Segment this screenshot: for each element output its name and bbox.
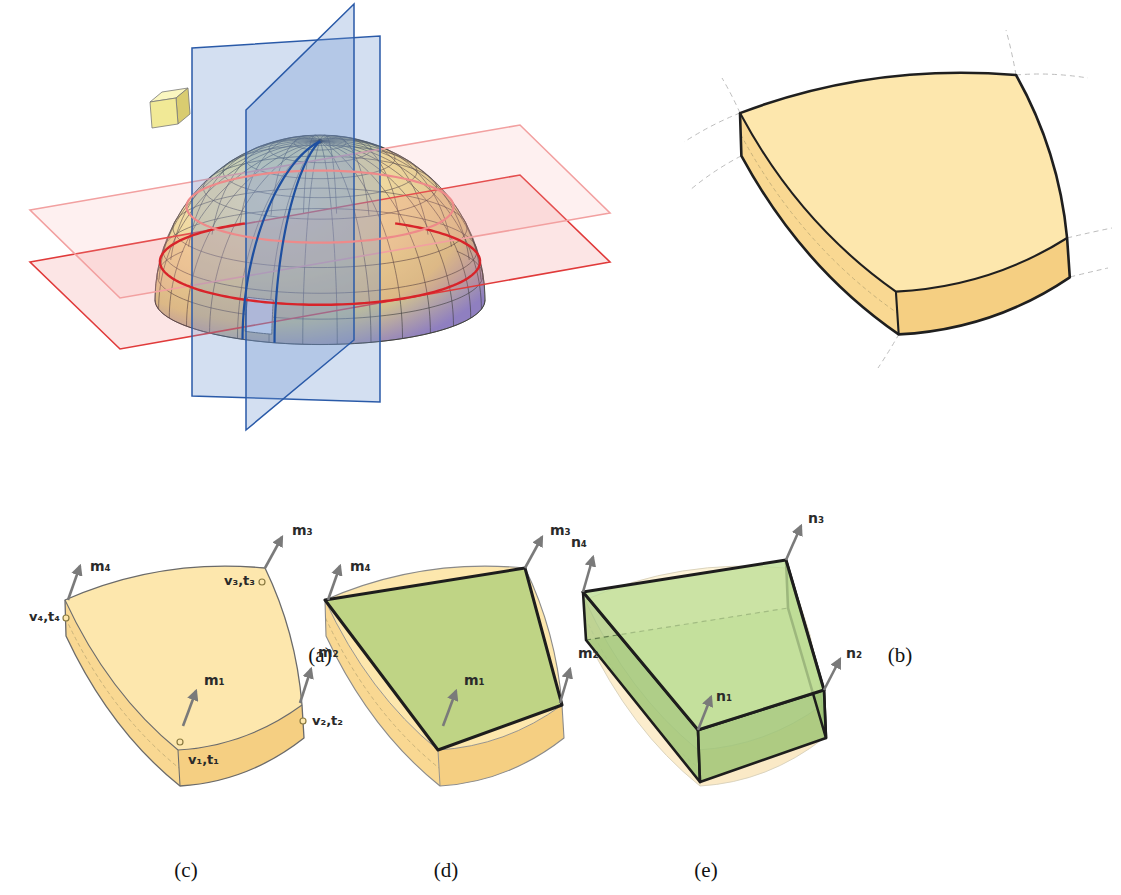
point-label: v₁,t₁ bbox=[188, 753, 219, 768]
block-edge bbox=[740, 113, 1067, 334]
vector-label: n₄ bbox=[571, 534, 587, 550]
vector-label: m₄ bbox=[350, 558, 371, 574]
normal-vector bbox=[300, 669, 311, 703]
grid-guide bbox=[878, 334, 899, 368]
block-edge bbox=[740, 73, 1070, 335]
grid-guide bbox=[1070, 268, 1108, 277]
panel-label: (e) bbox=[694, 858, 717, 882]
vector-label: m₂ bbox=[318, 644, 339, 660]
vector-label: m₄ bbox=[90, 558, 111, 574]
block-face bbox=[65, 566, 302, 750]
panel-label: (d) bbox=[434, 858, 459, 882]
normal-vector bbox=[560, 669, 570, 703]
normal-vector bbox=[443, 691, 456, 726]
normal-vector bbox=[183, 691, 196, 726]
grid-guide bbox=[1006, 30, 1016, 75]
block-edge bbox=[325, 566, 564, 786]
grid-guide bbox=[1067, 228, 1112, 238]
curved-block bbox=[65, 566, 304, 786]
panel-label: (b) bbox=[888, 643, 913, 667]
planar-approximation bbox=[325, 568, 562, 750]
sample-point bbox=[259, 579, 265, 585]
vector-label: m₃ bbox=[292, 522, 313, 538]
vector-label: n₂ bbox=[846, 645, 862, 661]
grid-guide bbox=[1016, 74, 1088, 78]
sample-point bbox=[63, 615, 69, 621]
vector-label: m₃ bbox=[550, 522, 571, 538]
block-figure bbox=[63, 537, 311, 786]
point-label: v₃,t₃ bbox=[224, 574, 255, 589]
cube-face bbox=[150, 98, 178, 128]
curved-block bbox=[325, 566, 564, 786]
block-face bbox=[325, 566, 562, 750]
panel-label: (c) bbox=[174, 858, 197, 882]
block-figure bbox=[684, 30, 1112, 368]
normal-vector bbox=[68, 566, 80, 600]
intersection-curve bbox=[243, 141, 320, 339]
grid-guide bbox=[722, 78, 740, 113]
normal-vector bbox=[328, 566, 340, 600]
block-face bbox=[740, 73, 1067, 292]
block-figure bbox=[583, 526, 840, 786]
intersection-curve bbox=[187, 171, 454, 243]
curved-block bbox=[740, 73, 1070, 335]
intersection-curve bbox=[395, 223, 480, 261]
vector-label: m₁ bbox=[204, 672, 225, 688]
normal-vector bbox=[786, 526, 801, 560]
small-cube bbox=[150, 88, 190, 128]
vector-label: n₃ bbox=[808, 510, 824, 526]
intersection-curve bbox=[160, 223, 480, 304]
block-edge bbox=[65, 600, 302, 786]
block-figure bbox=[325, 537, 570, 786]
sample-point bbox=[177, 739, 183, 745]
point-label: v₄,t₄ bbox=[29, 610, 60, 625]
cutting-plane bbox=[246, 4, 354, 430]
sample-point bbox=[300, 718, 306, 724]
intersection-curve bbox=[275, 141, 320, 343]
block-edge bbox=[65, 566, 304, 786]
grid-guide bbox=[690, 156, 741, 190]
vector-label: m₂ bbox=[578, 645, 599, 661]
prism-face bbox=[583, 560, 824, 730]
point-label: v₂,t₂ bbox=[312, 714, 343, 729]
grid-guide bbox=[684, 113, 740, 142]
normal-vector bbox=[824, 659, 840, 690]
cube-face bbox=[176, 88, 190, 124]
normal-vector bbox=[698, 697, 711, 730]
normal-vector bbox=[525, 537, 542, 568]
dome-figure bbox=[30, 4, 610, 430]
vector-label: m₁ bbox=[464, 672, 485, 688]
normal-vector bbox=[265, 537, 282, 568]
vector-label: n₁ bbox=[716, 688, 732, 704]
normal-vector bbox=[583, 557, 593, 592]
